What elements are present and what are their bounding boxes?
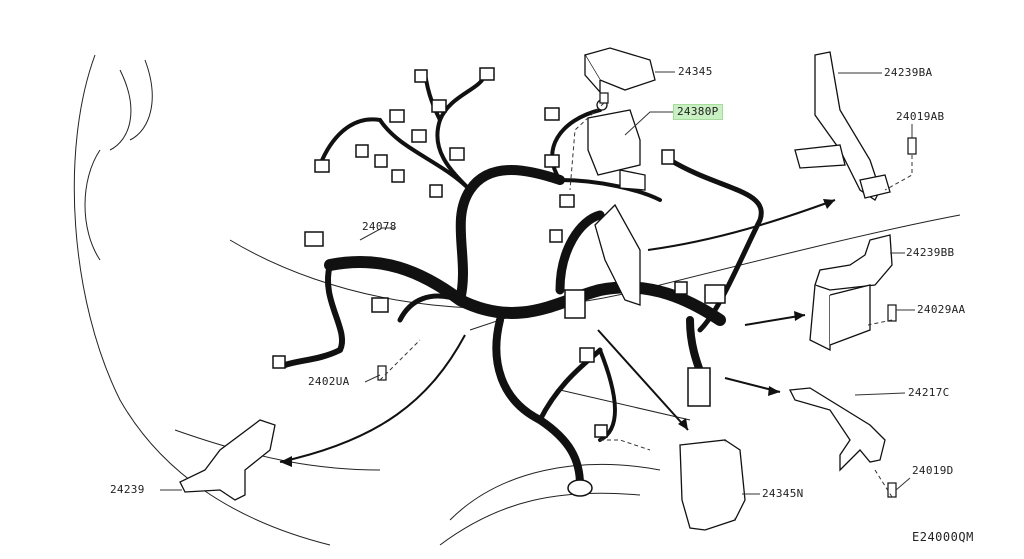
callout-2402UA[interactable]: 2402UA bbox=[308, 375, 350, 388]
callout-24019D[interactable]: 24019D bbox=[912, 464, 954, 477]
callout-24217C[interactable]: 24217C bbox=[908, 386, 950, 399]
callout-24239[interactable]: 24239 bbox=[110, 483, 145, 496]
callout-24345N[interactable]: 24345N bbox=[762, 487, 804, 500]
callout-24380P[interactable]: 24380P bbox=[673, 104, 723, 120]
callout-24019AB[interactable]: 24019AB bbox=[896, 110, 945, 123]
callout-24239BA[interactable]: 24239BA bbox=[884, 66, 933, 79]
callout-24239BB[interactable]: 24239BB bbox=[906, 246, 955, 259]
callout-24345[interactable]: 24345 bbox=[678, 65, 713, 78]
diagram-code: E24000QM bbox=[912, 530, 974, 544]
callout-24078[interactable]: 24078 bbox=[362, 220, 397, 233]
callout-24029AA[interactable]: 24029AA bbox=[917, 303, 966, 316]
